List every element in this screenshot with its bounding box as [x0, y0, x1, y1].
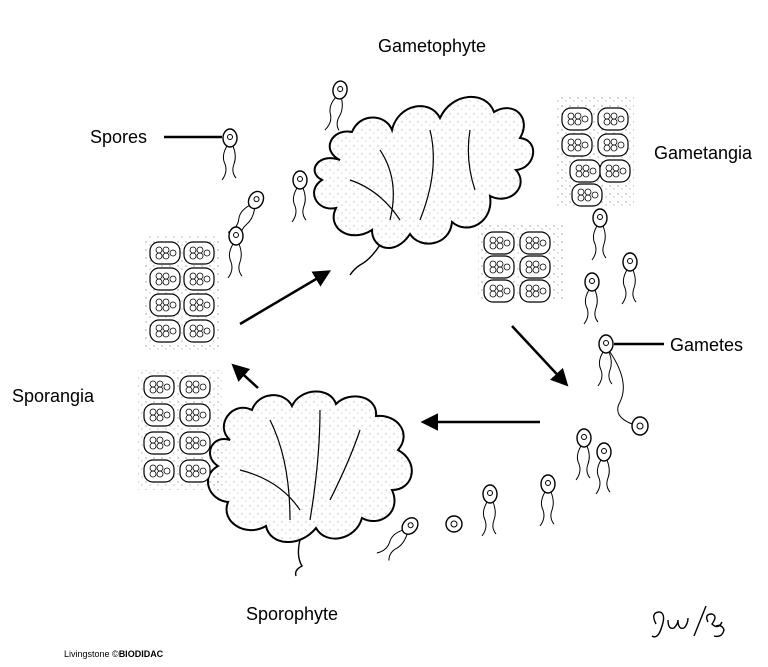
credit-author: Livingstone [64, 649, 110, 659]
gametes-group [376, 208, 649, 564]
sporophyte-thallus [207, 390, 413, 577]
gametophyte-thallus [313, 96, 535, 276]
gametophyte-label: Gametophyte [378, 36, 487, 56]
arrow-sporophyte-to-sporangia [231, 363, 259, 389]
gametes-label: Gametes [670, 335, 744, 355]
spores-label: Spores [90, 127, 148, 147]
gametangia-filament-upper [556, 96, 634, 207]
sporophyte-label: Sporophyte [246, 604, 339, 624]
arrow-spores-to-gametophyte [239, 270, 332, 326]
arrow-gametophyte-to-gametes [511, 325, 569, 387]
sporangia-filament-lower [138, 370, 222, 490]
credit-line: Livingstone ©BIODIDAC [64, 649, 164, 659]
gametangia-label: Gametangia [654, 143, 753, 163]
artist-signature [651, 605, 725, 638]
sporangia-filament-upper [144, 236, 220, 350]
credit-source: BIODIDAC [118, 649, 164, 659]
sporangia-label: Sporangia [12, 386, 95, 406]
gametangia-filament-lower [478, 224, 564, 303]
